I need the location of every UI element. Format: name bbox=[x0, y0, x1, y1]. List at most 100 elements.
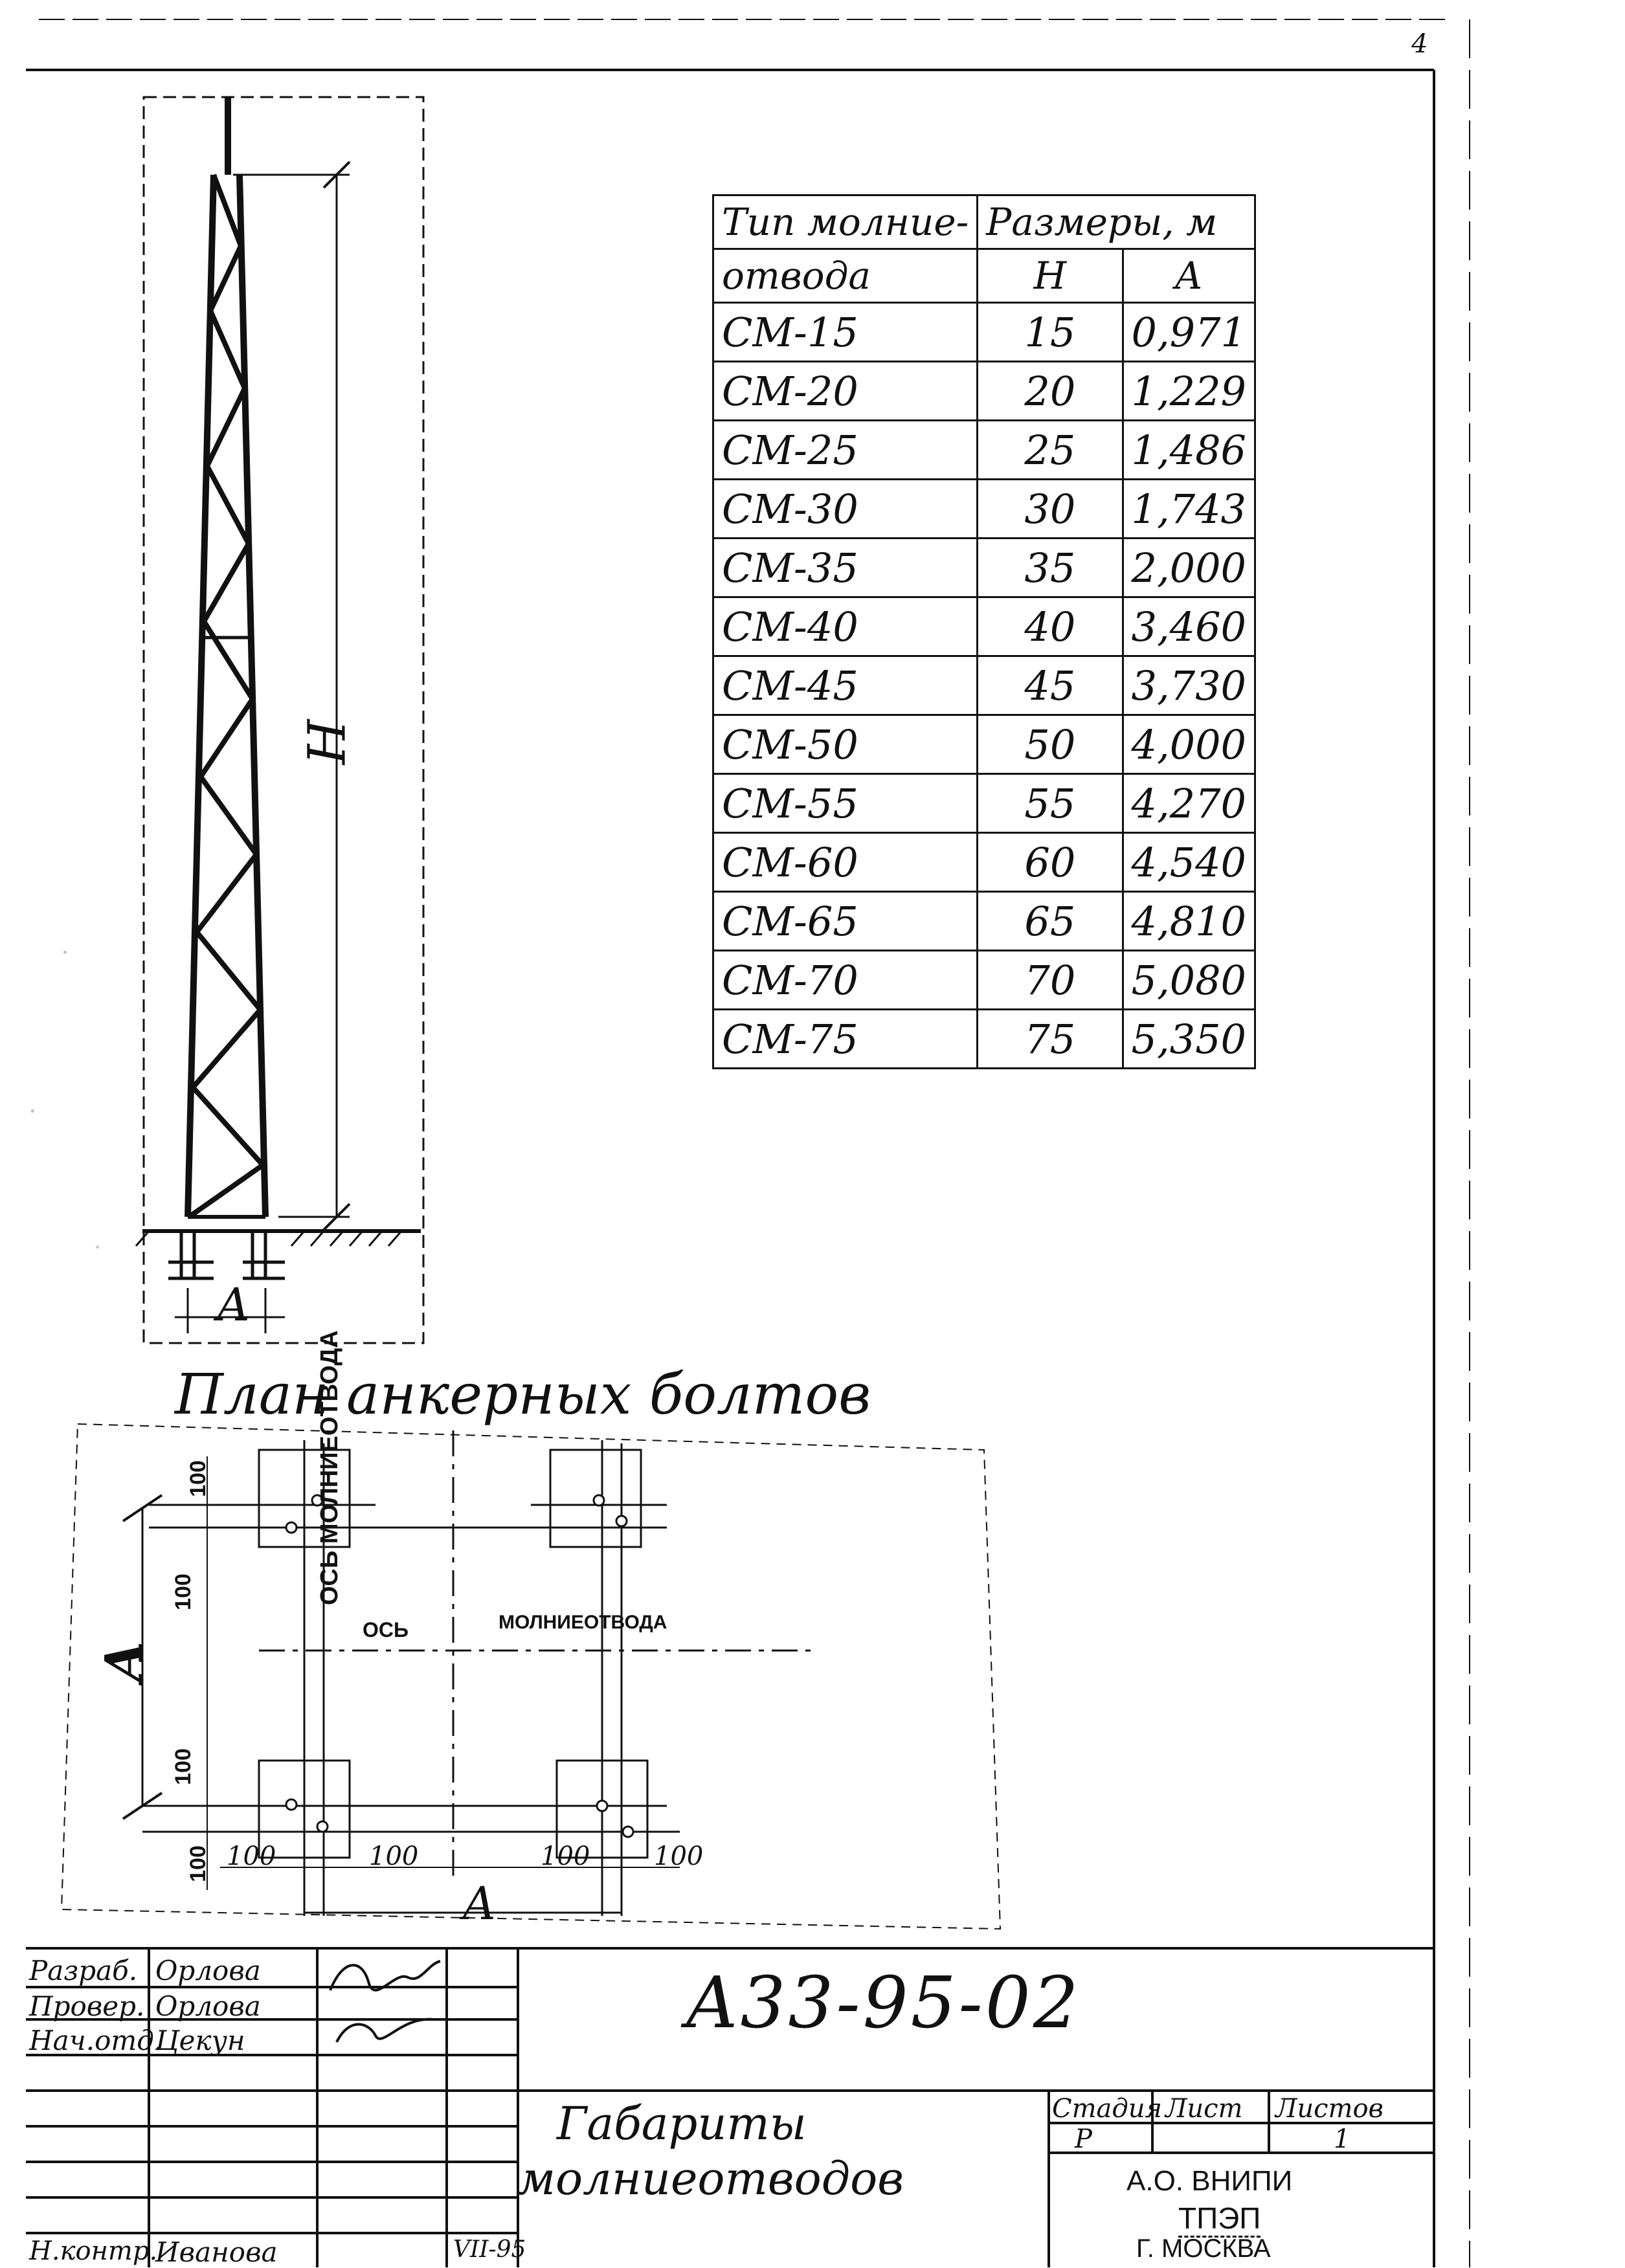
sheet-label: Лист bbox=[1165, 2094, 1243, 2124]
org-line-3: Г. МОСКВА bbox=[1136, 2234, 1271, 2263]
cell-a: 5,080 bbox=[1121, 950, 1256, 1010]
tower-height-label: H bbox=[297, 719, 357, 765]
cell-type: СМ-70 bbox=[712, 950, 979, 1010]
role-head: Нач.отд. bbox=[29, 2025, 163, 2056]
drawing-title-line-2: молниеотводов bbox=[518, 2152, 904, 2205]
cell-h: 35 bbox=[976, 537, 1124, 598]
control-date: VII-95 bbox=[453, 2236, 526, 2263]
document-code: A33-95-02 bbox=[686, 1961, 1081, 2044]
cell-a: 4,270 bbox=[1121, 773, 1256, 834]
drawing-title-line-1: Габариты bbox=[557, 2097, 807, 2150]
header-type-2: отвода bbox=[712, 248, 979, 304]
cell-a: 3,730 bbox=[1121, 655, 1256, 716]
cell-h: 65 bbox=[976, 891, 1124, 951]
plan-dim-100: 100 bbox=[185, 1845, 210, 1882]
plan-title: План анкерных болтов bbox=[175, 1362, 871, 1427]
tower-border bbox=[142, 96, 425, 1344]
cell-type: СМ-25 bbox=[712, 419, 979, 480]
name-head: Цекун bbox=[155, 2025, 245, 2056]
plan-dim-a-vertical: A bbox=[93, 1641, 155, 1682]
plan-dim-a-horizontal: A bbox=[463, 1877, 496, 1930]
sheets-label: Листов bbox=[1275, 2094, 1384, 2124]
plan-dim-100: 100 bbox=[227, 1841, 276, 1871]
name-developer: Орлова bbox=[155, 1955, 261, 1986]
cell-h: 70 bbox=[976, 950, 1124, 1010]
ground-hatch bbox=[135, 1230, 403, 1247]
cell-a: 0,971 bbox=[1121, 302, 1256, 362]
plan-dim-100: 100 bbox=[185, 1460, 210, 1497]
bolt-grid bbox=[142, 1440, 680, 1916]
plan-axis-right-label: МОЛНИЕОТВОДА bbox=[499, 1612, 667, 1633]
header-h: H bbox=[976, 248, 1124, 304]
table-header-row-2: отвода H A bbox=[712, 248, 1256, 304]
table-header-row-1: Тип молние- Размеры, м bbox=[712, 194, 1256, 250]
cell-type: СМ-40 bbox=[712, 596, 979, 657]
cell-type: СМ-15 bbox=[712, 302, 979, 362]
header-type-1: Тип молние- bbox=[712, 194, 979, 250]
cell-h: 60 bbox=[976, 832, 1124, 893]
cell-a: 1,486 bbox=[1121, 419, 1256, 480]
cell-type: СМ-20 bbox=[712, 361, 979, 421]
cell-type: СМ-75 bbox=[712, 1008, 979, 1069]
org-line-1: А.О. ВНИПИ bbox=[1126, 2165, 1293, 2197]
bolts bbox=[285, 1494, 634, 1838]
bolt-plate-tr bbox=[549, 1449, 642, 1548]
cell-a: 2,000 bbox=[1121, 537, 1256, 598]
cell-type: СМ-30 bbox=[712, 478, 979, 539]
cell-a: 5,350 bbox=[1121, 1008, 1256, 1069]
role-checker: Провер. bbox=[29, 1990, 145, 2022]
cell-h: 40 bbox=[976, 596, 1124, 657]
cell-a: 3,460 bbox=[1121, 596, 1256, 657]
cell-h: 25 bbox=[976, 419, 1124, 480]
stage-value: Р bbox=[1075, 2124, 1092, 2154]
cell-type: СМ-35 bbox=[712, 537, 979, 598]
cell-a: 4,540 bbox=[1121, 832, 1256, 893]
signature-block bbox=[329, 1960, 441, 2043]
header-a: A bbox=[1121, 248, 1256, 304]
cell-h: 55 bbox=[976, 773, 1124, 834]
org-line-2: ТПЭП bbox=[1178, 2201, 1261, 2238]
sheets-value: 1 bbox=[1334, 2124, 1350, 2154]
plan-dim-100: 100 bbox=[170, 1573, 196, 1610]
foundations bbox=[168, 1231, 285, 1280]
cell-h: 30 bbox=[976, 478, 1124, 539]
cell-a: 4,000 bbox=[1121, 714, 1256, 775]
title-block-grid bbox=[26, 1947, 1434, 2267]
cell-h: 20 bbox=[976, 361, 1124, 421]
tower-leg-left bbox=[185, 174, 217, 1217]
cell-a: 1,743 bbox=[1121, 478, 1256, 539]
name-checker: Орлова bbox=[155, 1990, 261, 2022]
cell-type: СМ-55 bbox=[712, 773, 979, 834]
cell-a: 1,229 bbox=[1121, 361, 1256, 421]
plan-border bbox=[60, 1423, 1002, 1930]
cell-h: 15 bbox=[976, 302, 1124, 362]
plan-axis-left-label: ОСЬ bbox=[363, 1618, 409, 1641]
page-number: 4 bbox=[1411, 29, 1428, 59]
plan-dim-100: 100 bbox=[654, 1841, 704, 1871]
cell-h: 75 bbox=[976, 1008, 1124, 1069]
role-developer: Разраб. bbox=[29, 1955, 138, 1986]
plan-dim-100: 100 bbox=[369, 1841, 419, 1871]
name-norm-control: Иванова bbox=[155, 2236, 278, 2268]
plan-dim-100: 100 bbox=[541, 1841, 590, 1871]
cell-type: СМ-45 bbox=[712, 655, 979, 716]
cell-type: СМ-65 bbox=[712, 891, 979, 951]
cell-a: 4,810 bbox=[1121, 891, 1256, 951]
stage-label: Стадия bbox=[1052, 2094, 1162, 2124]
cell-type: СМ-60 bbox=[712, 832, 979, 893]
plan-axis-vertical-label: ОСЬ МОЛНИЕОТВОДА bbox=[316, 1330, 343, 1605]
